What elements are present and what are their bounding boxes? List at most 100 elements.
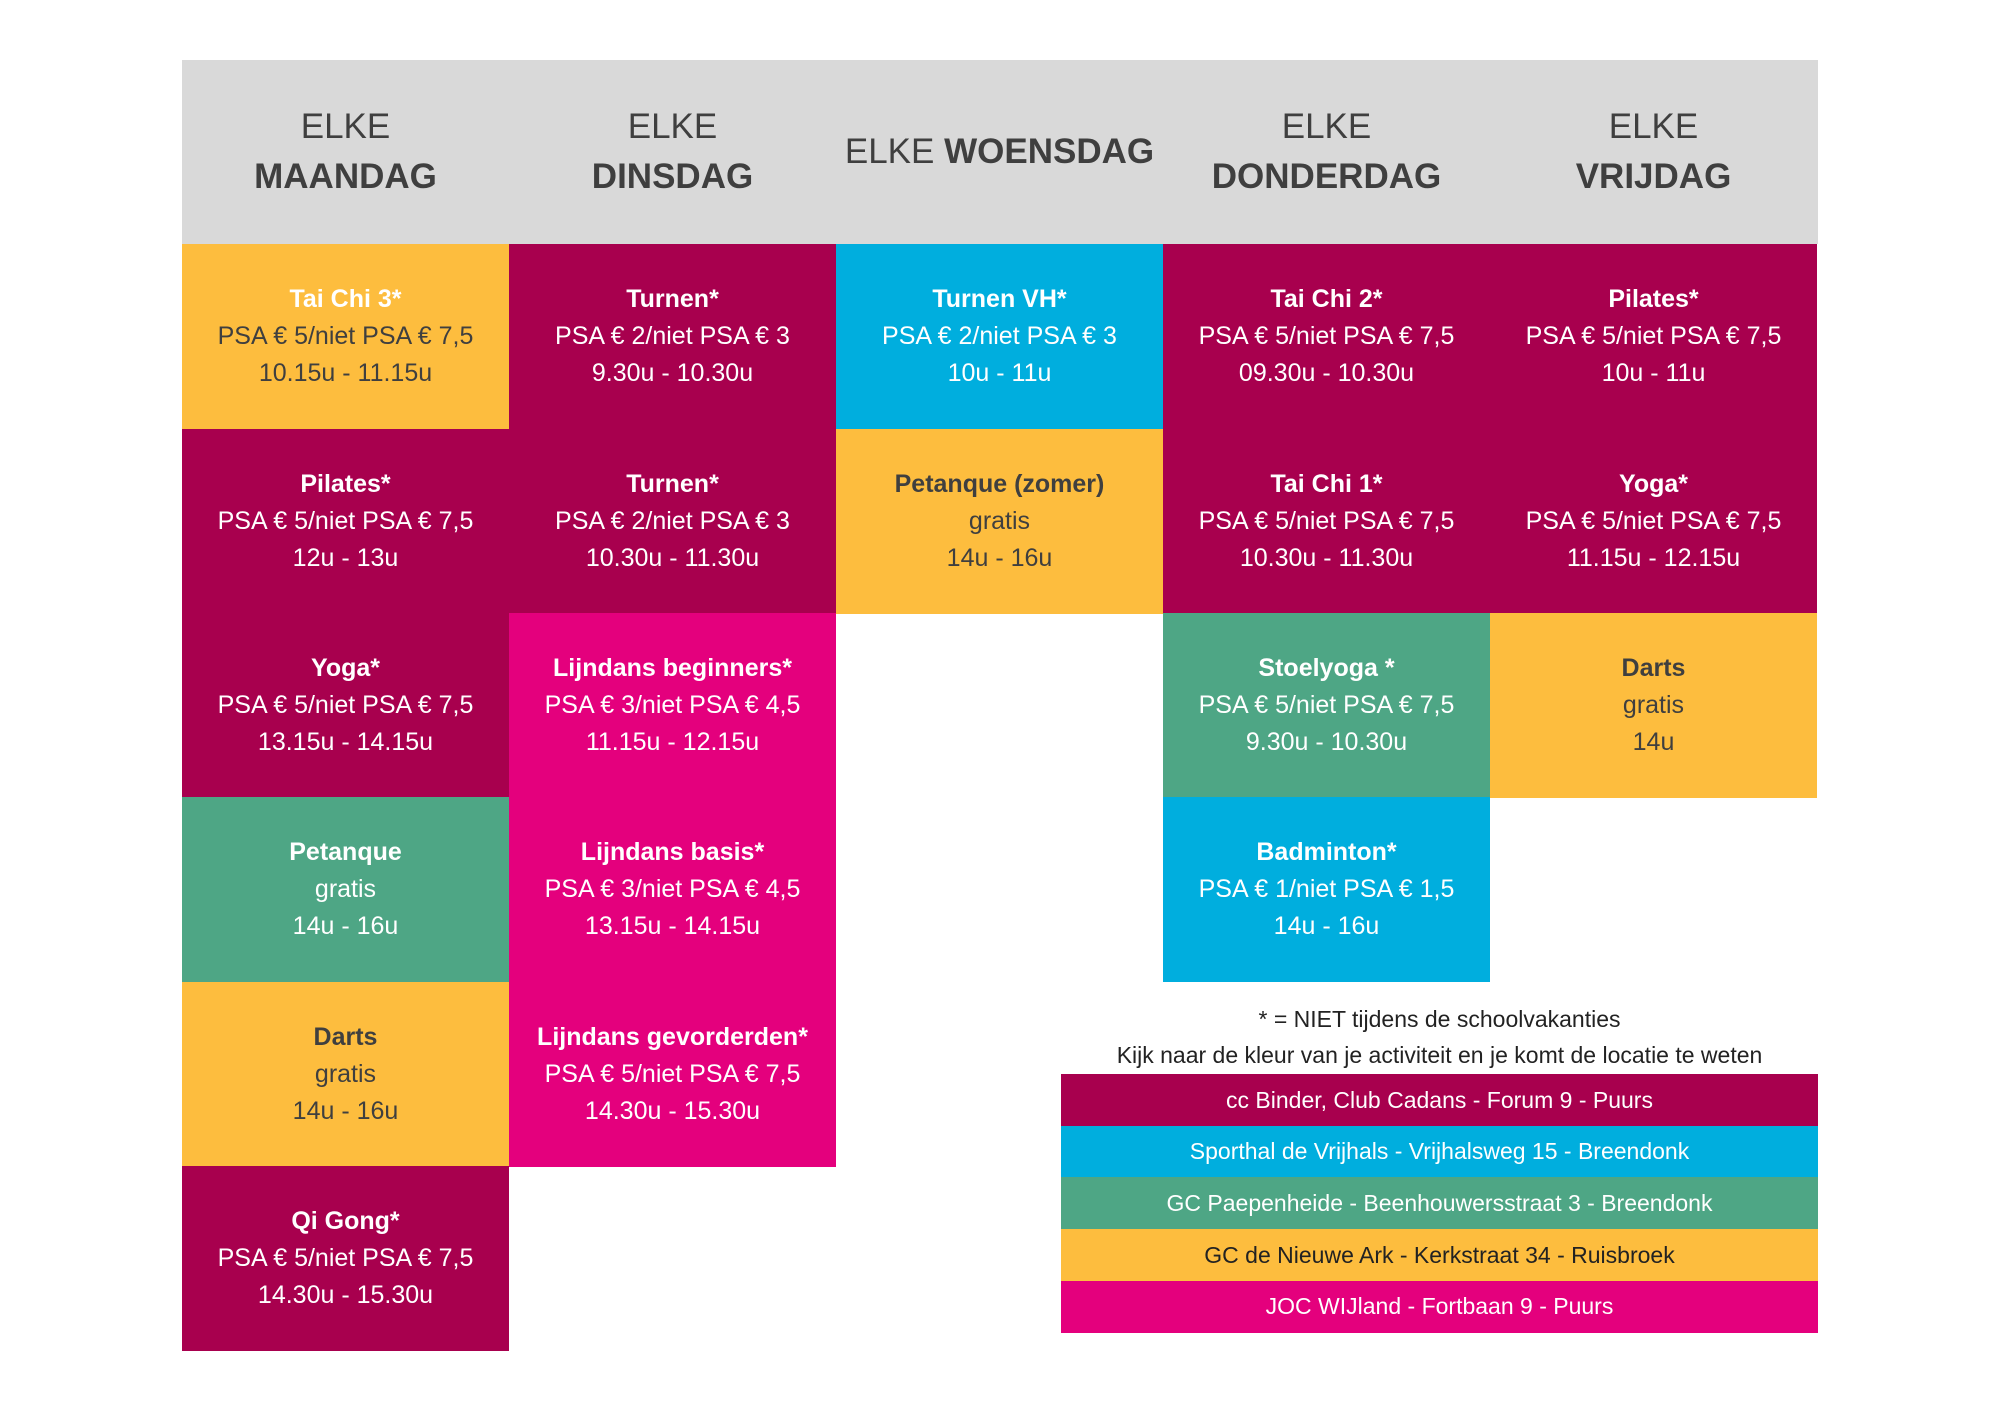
activity-price: PSA € 5/niet PSA € 7,5 bbox=[217, 322, 474, 350]
day-header-dinsdag: ELKE DINSDAG bbox=[509, 60, 836, 244]
activity-time: 10.30u - 11.30u bbox=[1239, 544, 1414, 572]
activity-cell: Darts gratis 14u bbox=[1490, 613, 1817, 798]
activity-cell: Tai Chi 2* PSA € 5/niet PSA € 7,5 09.30u -… bbox=[1163, 244, 1490, 429]
activity-cell: Yoga* PSA € 5/niet PSA € 7,5 13.15u - 14.1… bbox=[182, 613, 509, 798]
activity-price: gratis bbox=[314, 1060, 377, 1088]
activity-cell: Petanque (zomer) gratis 14u - 16u bbox=[836, 429, 1163, 614]
day-header-line: ELKE WOENSDAG bbox=[845, 127, 1154, 177]
day-name: VRIJDAG bbox=[1575, 157, 1732, 196]
activity-title: Darts bbox=[1621, 654, 1686, 682]
activity-title: Lijndans basis* bbox=[580, 838, 765, 866]
activity-price: PSA € 5/niet PSA € 7,5 bbox=[1525, 507, 1782, 535]
activity-title: Turnen* bbox=[626, 285, 719, 313]
legend-location: Sporthal de Vrijhals - Vrijhalsweg 15 - … bbox=[1061, 1125, 1818, 1178]
activity-cell: Turnen* PSA € 2/niet PSA € 3 9.30u - 10.30… bbox=[509, 244, 836, 429]
activity-title: Turnen VH* bbox=[932, 285, 1067, 313]
activity-price: gratis bbox=[968, 507, 1031, 535]
activity-time: 14u - 16u bbox=[1273, 912, 1380, 940]
activity-title: Pilates* bbox=[1608, 285, 1699, 313]
legend-note: * = NIET tijdens de schoolvakanties bbox=[1258, 1006, 1621, 1032]
activity-price: PSA € 2/niet PSA € 3 bbox=[555, 507, 790, 535]
activity-time: 14.30u - 15.30u bbox=[584, 1097, 761, 1125]
schedule-header bbox=[182, 60, 1818, 244]
day-header-maandag: ELKE MAANDAG bbox=[182, 60, 509, 244]
activity-time: 14u - 16u bbox=[946, 544, 1053, 572]
day-prefix: ELKE bbox=[1281, 107, 1372, 146]
activity-title: Tai Chi 3* bbox=[289, 285, 402, 313]
activity-time: 13.15u - 14.15u bbox=[257, 728, 434, 756]
activity-price: PSA € 5/niet PSA € 7,5 bbox=[217, 1244, 474, 1272]
legend-instruction: Kijk naar de kleur van je activiteit en … bbox=[1116, 1042, 1763, 1068]
day-name: DONDERDAG bbox=[1211, 157, 1442, 196]
activity-title: Tai Chi 2* bbox=[1270, 285, 1383, 313]
legend-location: GC Paepenheide - Beenhouwersstraat 3 - B… bbox=[1061, 1177, 1818, 1230]
activity-time: 9.30u - 10.30u bbox=[1245, 728, 1408, 756]
activity-title: Stoelyoga * bbox=[1258, 654, 1395, 682]
activity-time: 12u - 13u bbox=[292, 544, 399, 572]
activity-cell: Lijndans basis* PSA € 3/niet PSA € 4,5 13.… bbox=[509, 797, 836, 982]
activity-cell: Stoelyoga * PSA € 5/niet PSA € 7,5 9.30u -… bbox=[1163, 613, 1490, 798]
activity-time: 14u bbox=[1632, 728, 1675, 756]
activity-price: gratis bbox=[1622, 691, 1685, 719]
activity-title: Tai Chi 1* bbox=[1270, 470, 1383, 498]
day-name: MAANDAG bbox=[254, 157, 437, 196]
day-header-donderdag: ELKE DONDERDAG bbox=[1163, 60, 1490, 244]
activity-price: PSA € 5/niet PSA € 7,5 bbox=[1198, 691, 1455, 719]
activity-price: PSA € 5/niet PSA € 7,5 bbox=[217, 507, 474, 535]
activity-cell: Lijndans gevorderden* PSA € 5/niet PSA € … bbox=[509, 982, 836, 1167]
activity-price: PSA € 5/niet PSA € 7,5 bbox=[1198, 507, 1455, 535]
activity-price: PSA € 1/niet PSA € 1,5 bbox=[1198, 875, 1455, 903]
day-prefix: ELKE bbox=[844, 132, 935, 171]
activity-time: 13.15u - 14.15u bbox=[584, 912, 761, 940]
activity-time: 10.30u - 11.30u bbox=[585, 544, 760, 572]
activity-time: 10u - 11u bbox=[1601, 359, 1706, 387]
day-prefix: ELKE bbox=[627, 107, 718, 146]
activity-title: Darts bbox=[313, 1023, 378, 1051]
activity-price: PSA € 3/niet PSA € 4,5 bbox=[544, 875, 801, 903]
activity-title: Turnen* bbox=[626, 470, 719, 498]
activity-time: 14.30u - 15.30u bbox=[257, 1281, 434, 1309]
activity-cell: Petanque gratis 14u - 16u bbox=[182, 797, 509, 982]
day-name: WOENSDAG bbox=[944, 132, 1155, 171]
activity-cell: Turnen* PSA € 2/niet PSA € 3 10.30u - 11.3… bbox=[509, 429, 836, 614]
activity-cell: Turnen VH* PSA € 2/niet PSA € 3 10u - 11u bbox=[836, 244, 1163, 429]
activity-price: PSA € 2/niet PSA € 3 bbox=[555, 322, 790, 350]
activity-title: Yoga* bbox=[1619, 470, 1688, 498]
activity-time: 09.30u - 10.30u bbox=[1238, 359, 1415, 387]
day-header-woensdag: ELKE WOENSDAG bbox=[836, 60, 1163, 244]
day-prefix: ELKE bbox=[300, 107, 391, 146]
activity-cell: Yoga* PSA € 5/niet PSA € 7,5 11.15u - 12.1… bbox=[1490, 429, 1817, 614]
activity-title: Petanque bbox=[289, 838, 402, 866]
activity-title: Pilates* bbox=[300, 470, 391, 498]
activity-price: PSA € 3/niet PSA € 4,5 bbox=[544, 691, 801, 719]
activity-cell: Tai Chi 3* PSA € 5/niet PSA € 7,5 10.15u -… bbox=[182, 244, 509, 429]
activity-price: PSA € 5/niet PSA € 7,5 bbox=[217, 691, 474, 719]
activity-title: Petanque (zomer) bbox=[894, 470, 1105, 498]
legend-location: cc Binder, Club Cadans - Forum 9 - Puurs bbox=[1061, 1074, 1818, 1126]
day-name: DINSDAG bbox=[591, 157, 754, 196]
activity-title: Yoga* bbox=[311, 654, 380, 682]
activity-time: 14u - 16u bbox=[292, 912, 399, 940]
activity-time: 9.30u - 10.30u bbox=[591, 359, 754, 387]
activity-title: Lijndans gevorderden* bbox=[537, 1023, 808, 1051]
activity-time: 10.15u - 11.15u bbox=[258, 359, 433, 387]
activity-price: PSA € 5/niet PSA € 7,5 bbox=[544, 1060, 801, 1088]
activity-cell: Pilates* PSA € 5/niet PSA € 7,5 12u - 13u bbox=[182, 429, 509, 614]
activity-price: PSA € 5/niet PSA € 7,5 bbox=[1198, 322, 1455, 350]
activity-price: PSA € 5/niet PSA € 7,5 bbox=[1525, 322, 1782, 350]
activity-title: Badminton* bbox=[1256, 838, 1397, 866]
activity-cell: Badminton* PSA € 1/niet PSA € 1,5 14u - 16… bbox=[1163, 797, 1490, 982]
activity-time: 10u - 11u bbox=[947, 359, 1052, 387]
legend-location: GC de Nieuwe Ark - Kerkstraat 34 - Ruisb… bbox=[1061, 1229, 1818, 1282]
activity-cell: Tai Chi 1* PSA € 5/niet PSA € 7,5 10.30u -… bbox=[1163, 429, 1490, 614]
legend-location: JOC WIJland - Fortbaan 9 - Puurs bbox=[1061, 1280, 1818, 1333]
activity-cell: Pilates* PSA € 5/niet PSA € 7,5 10u - 11u bbox=[1490, 244, 1817, 429]
activity-price: gratis bbox=[314, 875, 377, 903]
activity-time: 11.15u - 12.15u bbox=[1566, 544, 1741, 572]
activity-cell: Darts gratis 14u - 16u bbox=[182, 982, 509, 1167]
activity-price: PSA € 2/niet PSA € 3 bbox=[882, 322, 1117, 350]
activity-cell: Lijndans beginners*PSA € 3/niet PSA € 4,… bbox=[509, 613, 836, 798]
activity-time: 14u - 16u bbox=[292, 1097, 399, 1125]
